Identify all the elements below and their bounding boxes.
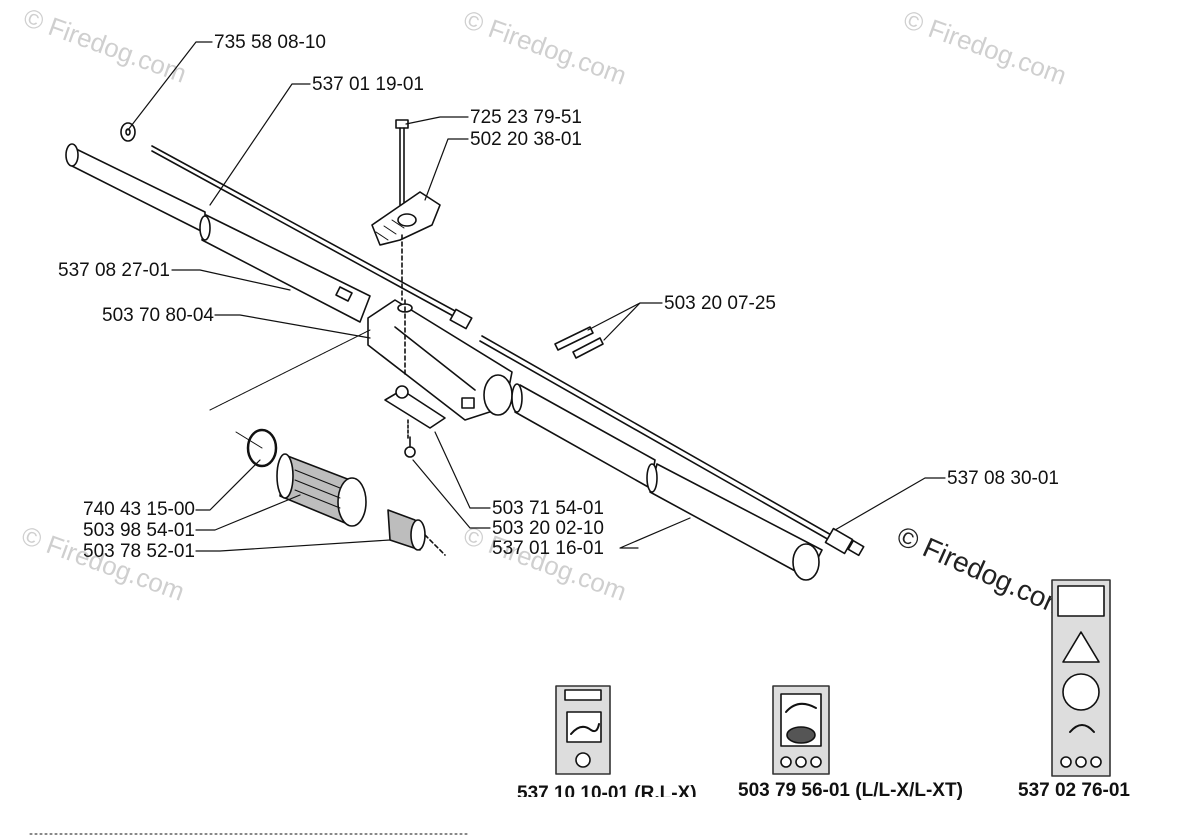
decal-2: [772, 685, 830, 775]
decal-caption: 503 79 56-01 (L/L-X/L-XT): [738, 780, 963, 801]
part-label: 735 58 08-10: [214, 32, 326, 53]
part-label: 725 23 79-51: [470, 107, 582, 128]
lower-shaft-tube: [511, 383, 823, 581]
part-label: 503 20 02-10: [492, 518, 604, 539]
part-label: 503 98 54-01: [83, 520, 195, 541]
part-label: 503 71 54-01: [492, 498, 604, 519]
nut: [387, 509, 446, 556]
part-label: 537 01 16-01: [492, 538, 604, 559]
part-label: 503 78 52-01: [83, 541, 195, 562]
screws: [554, 326, 604, 359]
part-label: 537 01 19-01: [312, 74, 424, 95]
part-label: 503 20 07-25: [664, 293, 776, 314]
decal-caption: 537 02 76-01: [1018, 780, 1130, 801]
leader-lines: [127, 41, 946, 552]
part-label: 537 08 30-01: [947, 468, 1059, 489]
part-label: 740 43 15-00: [83, 499, 195, 520]
handle-knob: [371, 119, 441, 301]
bracket-screw: [404, 419, 416, 458]
seal-ring: [246, 428, 278, 468]
upper-shaft-tube: [65, 143, 371, 323]
decal-caption: 537 10 10-01 (R,L-X): [517, 783, 697, 797]
coupling-housing: [367, 299, 513, 421]
part-label: 503 70 80-04: [102, 305, 214, 326]
part-label: 537 08 27-01: [58, 260, 170, 281]
decal-3: [1051, 579, 1111, 777]
washer: [120, 122, 136, 142]
decal-1: [555, 685, 611, 775]
bracket: [384, 299, 475, 429]
part-label: 502 20 38-01: [470, 129, 582, 150]
filter-sleeve: [276, 453, 367, 527]
drive-shaft: [151, 145, 865, 557]
